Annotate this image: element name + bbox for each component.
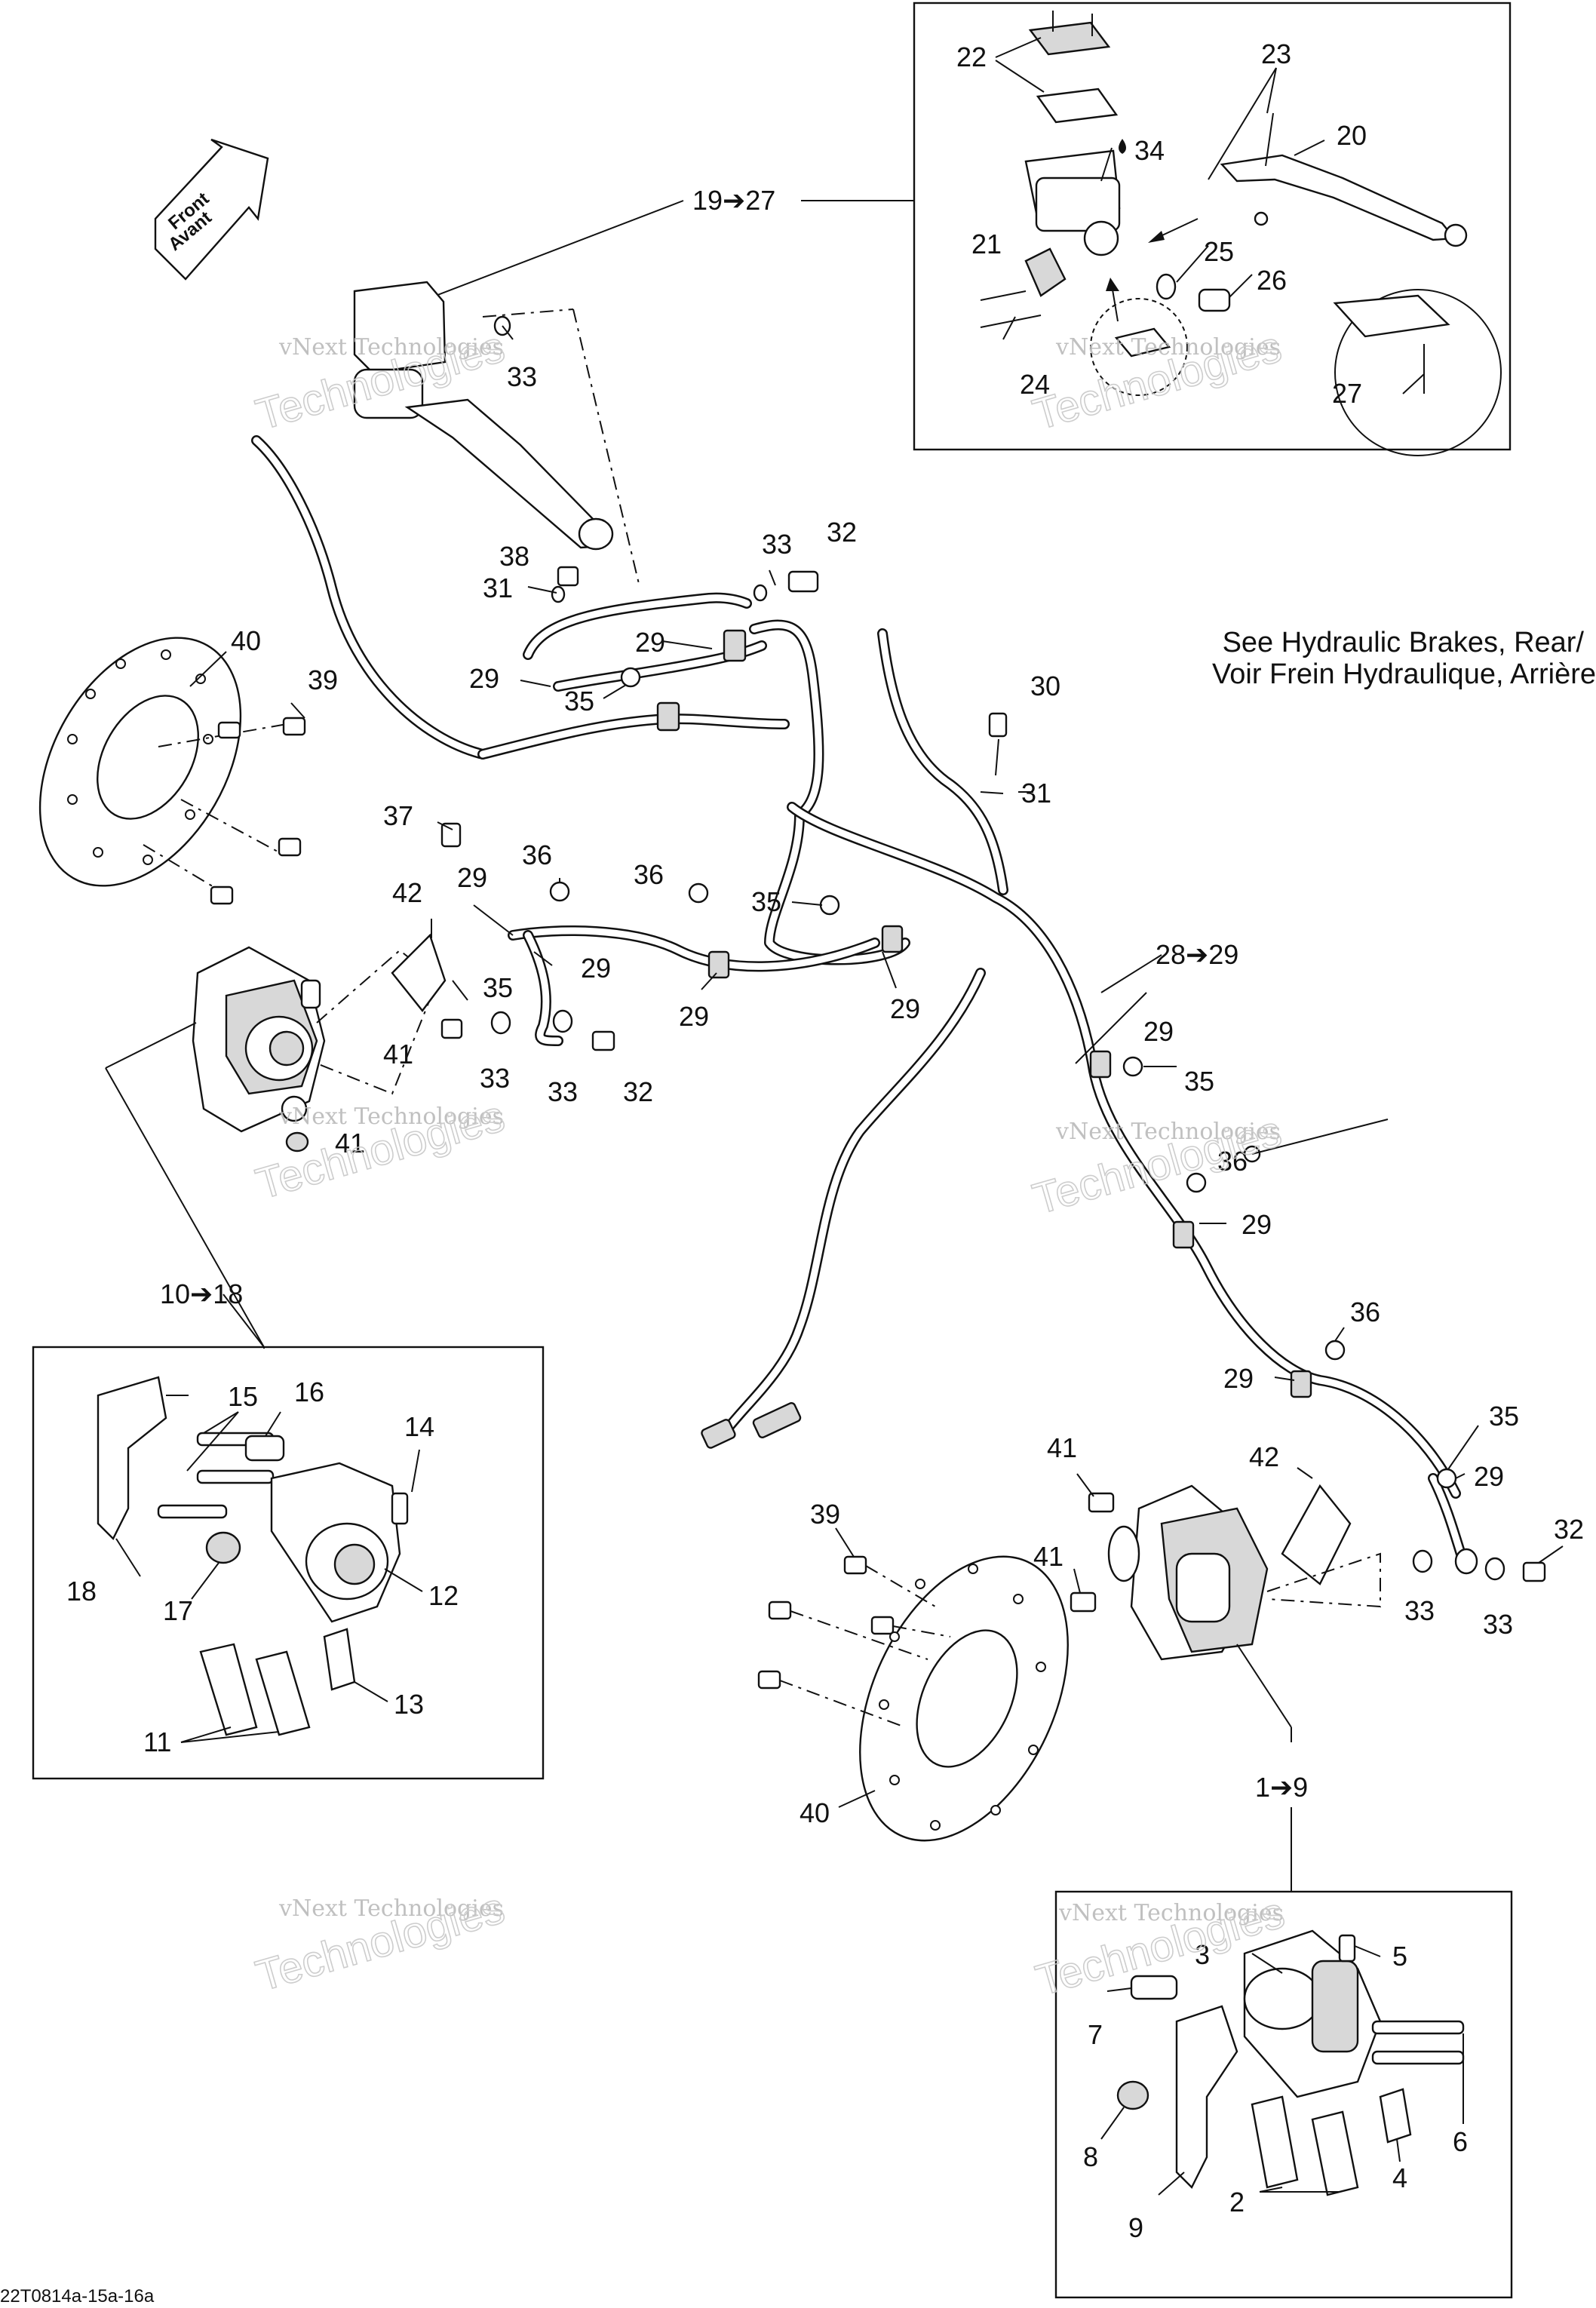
label-27: 27 — [1332, 378, 1362, 409]
label-41-left-b: 41 — [335, 1128, 365, 1159]
left-caliper: 42 35 41 41 33 33 32 — [105, 877, 653, 1348]
label-29-f: 29 — [890, 993, 920, 1024]
watermark-text: vNext Technologies — [278, 1895, 504, 1922]
label-11: 11 — [143, 1726, 171, 1757]
watermark-text: vNext Technologies — [1055, 1119, 1281, 1145]
label-31-right: 31 — [1021, 778, 1051, 809]
label-29-a: 29 — [635, 627, 665, 658]
label-31-top: 31 — [483, 572, 513, 603]
label-32-mid: 32 — [827, 517, 857, 548]
range-label-10-18: 10➔18 — [160, 1278, 243, 1309]
label-42-right: 42 — [1249, 1441, 1279, 1472]
watermark-text: vNext Technologies — [278, 334, 504, 361]
range-label-19-27: 19➔27 — [692, 185, 775, 216]
label-32-right: 32 — [1554, 1514, 1584, 1545]
label-14: 14 — [404, 1411, 434, 1442]
label-8: 8 — [1083, 2141, 1098, 2172]
label-29-h: 29 — [1242, 1209, 1272, 1240]
label-7: 7 — [1088, 2019, 1103, 2050]
label-29-j: 29 — [1474, 1461, 1504, 1492]
master-cylinder-inset: 22 23 20 34 21 25 26 24 27 — [913, 2, 1512, 456]
watermark-text: vNext Technologies — [1058, 1900, 1284, 1926]
label-13: 13 — [394, 1689, 424, 1720]
label-41-right-b: 41 — [1033, 1541, 1063, 1572]
label-5: 5 — [1392, 1941, 1407, 1972]
label-33-mid: 33 — [762, 529, 792, 560]
label-35-d: 35 — [1489, 1401, 1519, 1432]
label-33-right-b: 33 — [1483, 1609, 1513, 1640]
label-12: 12 — [428, 1580, 459, 1611]
left-brake-disc: 40 39 — [38, 625, 338, 905]
label-35-b: 35 — [751, 886, 781, 917]
label-36-d: 36 — [1350, 1297, 1380, 1327]
brake-lines — [251, 435, 1469, 1567]
label-39-left: 39 — [308, 664, 338, 695]
label-41-left-a: 41 — [383, 1039, 413, 1070]
watermark-text: vNext Technologies — [278, 1103, 504, 1130]
label-30: 30 — [1030, 671, 1060, 701]
label-36-b: 36 — [634, 859, 664, 890]
label-29-d: 29 — [581, 953, 611, 984]
label-35-c: 35 — [1184, 1066, 1214, 1097]
label-33-left-b: 33 — [548, 1076, 578, 1107]
main-master-cylinder: 33 — [353, 281, 640, 588]
label-42-left: 42 — [392, 877, 422, 908]
range-label-28-29: 28➔29 — [1156, 939, 1238, 970]
label-32-left: 32 — [623, 1076, 653, 1107]
label-29-g: 29 — [1143, 1016, 1174, 1047]
label-40-left: 40 — [231, 625, 261, 656]
label-20: 20 — [1337, 120, 1367, 151]
label-15: 15 — [228, 1381, 258, 1412]
diagram-code: 22T0814a-15a-16a — [0, 2286, 155, 2306]
left-caliper-inset: 15 16 14 12 18 17 13 11 — [32, 1346, 545, 1780]
label-34: 34 — [1134, 135, 1165, 166]
label-36-c: 36 — [1217, 1146, 1248, 1177]
label-25: 25 — [1204, 236, 1234, 267]
right-caliper: 41 41 42 33 33 32 — [1033, 1432, 1584, 1742]
label-37: 37 — [383, 800, 413, 831]
label-26: 26 — [1257, 265, 1287, 296]
label-18: 18 — [66, 1576, 97, 1607]
see-rear-note-line1: See Hydraulic Brakes, Rear/ — [1223, 627, 1585, 658]
range-label-1-9: 1➔9 — [1255, 1772, 1308, 1803]
label-41-right-a: 41 — [1047, 1432, 1077, 1463]
label-23: 23 — [1261, 38, 1291, 69]
label-29-b: 29 — [469, 663, 499, 694]
label-22: 22 — [956, 41, 987, 72]
see-rear-note-line2: Voir Frein Hydraulique, Arrière — [1212, 658, 1596, 690]
label-33-right-a: 33 — [1404, 1595, 1435, 1626]
label-17: 17 — [163, 1595, 193, 1626]
label-4: 4 — [1392, 2162, 1407, 2193]
watermarks: vNext Technologies Technologies vNext Te… — [250, 321, 1291, 2006]
label-36-a: 36 — [522, 839, 552, 870]
label-39-right: 39 — [810, 1499, 840, 1530]
label-24: 24 — [1020, 369, 1050, 400]
label-21: 21 — [971, 229, 1002, 259]
label-29-i: 29 — [1223, 1363, 1254, 1394]
front-direction-arrow: Front Avant — [154, 138, 269, 281]
label-9: 9 — [1128, 2212, 1143, 2243]
hose-fittings: 38 31 33 32 29 29 35 37 36 29 36 35 29 2… — [383, 517, 1519, 1492]
label-2: 2 — [1229, 2187, 1245, 2217]
watermark-text: vNext Technologies — [1055, 334, 1281, 361]
label-16: 16 — [294, 1377, 324, 1407]
label-6: 6 — [1453, 2126, 1468, 2157]
right-caliper-inset: 3 5 7 6 8 4 2 9 — [1054, 1890, 1513, 2299]
label-33-top: 33 — [507, 361, 537, 392]
label-38: 38 — [499, 541, 529, 572]
see-rear-note: See Hydraulic Brakes, Rear/ Voir Frein H… — [1212, 627, 1596, 690]
right-brake-disc: 39 40 — [757, 1499, 1069, 1842]
label-33-left-a: 33 — [480, 1063, 510, 1094]
label-40-right: 40 — [800, 1797, 830, 1828]
label-29-e: 29 — [679, 1001, 709, 1032]
label-35-left-caliper: 35 — [483, 972, 513, 1003]
label-35-mid: 35 — [564, 686, 594, 717]
label-29-c: 29 — [457, 862, 487, 893]
label-3: 3 — [1195, 1939, 1210, 1970]
